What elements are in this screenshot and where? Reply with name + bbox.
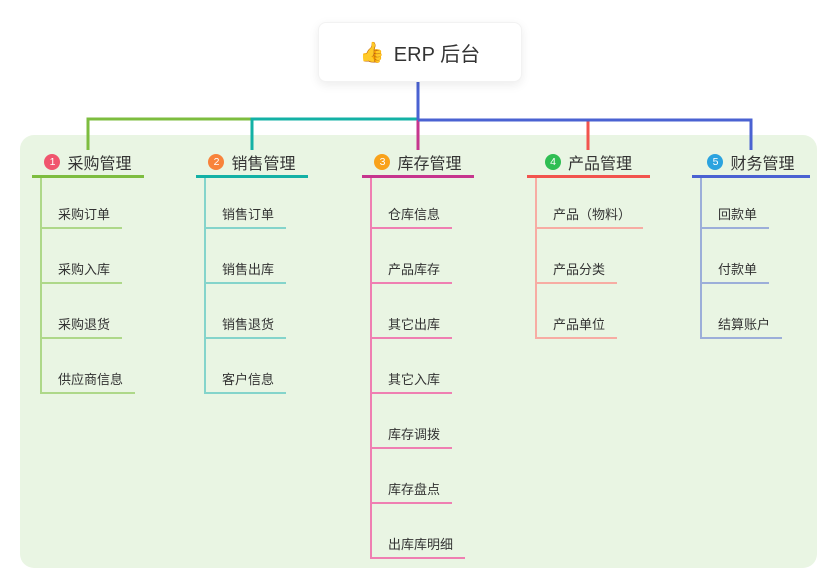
child-node-other-outbound[interactable]: 其它出库	[370, 313, 453, 339]
branch-finance: 5 财务管理 回款单 付款单 结算账户	[692, 148, 810, 339]
branch-label: 采购管理	[67, 155, 132, 173]
thumbs-up-icon: 👍	[359, 41, 385, 64]
branch-label: 销售管理	[231, 155, 296, 173]
branch-child-connector-line	[204, 178, 206, 394]
child-node-receipt-order[interactable]: 回款单	[700, 203, 770, 229]
child-node-sales-return[interactable]: 销售退货	[204, 313, 287, 339]
child-node-payment-order[interactable]: 付款单	[700, 258, 770, 284]
root-node-erp-backend[interactable]: 👍 ERP 后台	[318, 22, 522, 82]
branch-child-connector-line	[40, 178, 42, 394]
child-node-sales-order[interactable]: 销售订单	[204, 203, 287, 229]
child-node-stock-taking[interactable]: 库存盘点	[370, 478, 453, 504]
child-node-settlement-account[interactable]: 结算账户	[700, 313, 783, 339]
branch-node-procurement[interactable]: 1 采购管理	[32, 148, 144, 178]
child-node-product-unit[interactable]: 产品单位	[535, 313, 618, 339]
branch-node-sales[interactable]: 2 销售管理	[196, 148, 308, 178]
child-node-purchase-return[interactable]: 采购退货	[40, 313, 123, 339]
child-node-purchase-inbound[interactable]: 采购入库	[40, 258, 123, 284]
branch-label: 产品管理	[567, 155, 632, 173]
child-node-stock-transfer[interactable]: 库存调拨	[370, 423, 453, 449]
root-node-title: ERP 后台	[393, 43, 481, 66]
branch-number-badge: 2	[208, 153, 225, 170]
child-node-product-material[interactable]: 产品（物料）	[535, 203, 644, 229]
branch-product: 4 产品管理 产品（物料） 产品分类 产品单位	[527, 148, 650, 339]
mindmap-background-panel	[20, 135, 817, 568]
branch-child-connector-line	[700, 178, 702, 339]
branch-child-connector-line	[535, 178, 537, 339]
branch-child-connector-line	[370, 178, 372, 559]
child-node-outbound-detail[interactable]: 出库库明细	[370, 533, 466, 559]
branch-number-badge: 3	[374, 153, 391, 170]
child-node-other-inbound[interactable]: 其它入库	[370, 368, 453, 394]
branch-number-badge: 5	[707, 153, 724, 170]
child-node-product-stock[interactable]: 产品库存	[370, 258, 453, 284]
branch-node-inventory[interactable]: 3 库存管理	[362, 148, 474, 178]
branch-node-finance[interactable]: 5 财务管理	[692, 148, 810, 178]
branch-procurement: 1 采购管理 采购订单 采购入库 采购退货 供应商信息	[32, 148, 144, 394]
child-node-warehouse-info[interactable]: 仓库信息	[370, 203, 453, 229]
branch-label: 财务管理	[730, 155, 795, 173]
child-node-supplier-info[interactable]: 供应商信息	[40, 368, 136, 394]
branch-node-product[interactable]: 4 产品管理	[527, 148, 650, 178]
branch-number-badge: 4	[544, 153, 561, 170]
child-node-purchase-order[interactable]: 采购订单	[40, 203, 123, 229]
child-node-product-category[interactable]: 产品分类	[535, 258, 618, 284]
child-node-sales-outbound[interactable]: 销售出库	[204, 258, 287, 284]
branch-number-badge: 1	[44, 153, 61, 170]
branch-label: 库存管理	[397, 155, 462, 173]
branch-inventory: 3 库存管理 仓库信息 产品库存 其它出库 其它入库 库存调拨 库存盘点 出库库…	[362, 148, 474, 559]
branch-sales: 2 销售管理 销售订单 销售出库 销售退货 客户信息	[196, 148, 308, 394]
child-node-customer-info[interactable]: 客户信息	[204, 368, 287, 394]
